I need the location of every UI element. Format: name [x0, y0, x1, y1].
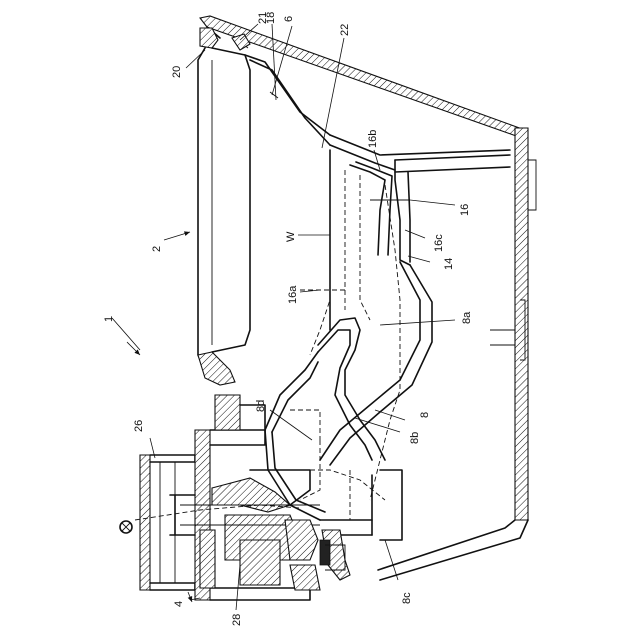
- label-8: 8: [419, 412, 431, 418]
- label-6: 6: [283, 16, 295, 22]
- label-14: 14: [443, 258, 455, 270]
- label-16b: 16b: [367, 130, 379, 148]
- label-21: 21: [257, 12, 269, 24]
- inner-funnel: [245, 55, 510, 330]
- water-bowl: [198, 28, 250, 385]
- label-8a: 8a: [461, 311, 473, 324]
- label-1: 1: [103, 316, 115, 322]
- label-22: 22: [339, 24, 351, 36]
- label-16a: 16a: [287, 285, 299, 304]
- label-2: 2: [151, 246, 163, 252]
- outlet-pipe: [320, 470, 402, 580]
- label-8b: 8b: [409, 432, 421, 444]
- label-8c: 8c: [401, 592, 413, 604]
- label-8d: 8d: [255, 400, 267, 412]
- label-28: 28: [231, 614, 243, 626]
- float-part: [350, 155, 510, 265]
- label-W: W: [285, 231, 297, 242]
- label-26: 26: [133, 420, 145, 432]
- label-20: 20: [171, 66, 183, 78]
- label-16c: 16c: [433, 234, 445, 252]
- label-4: 4: [173, 601, 185, 607]
- pump-assembly: [140, 395, 345, 600]
- label-16: 16: [459, 204, 471, 216]
